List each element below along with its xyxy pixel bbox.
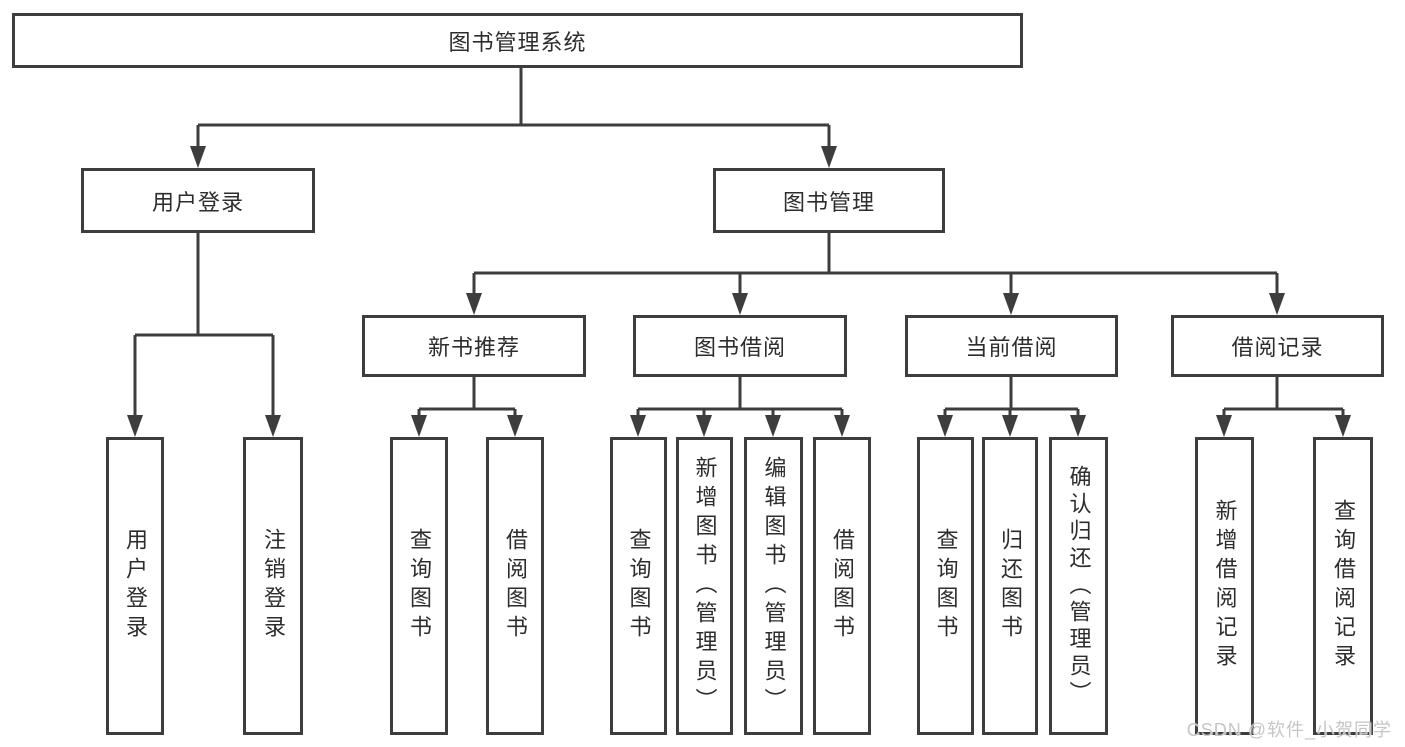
node-book-borrow: 图书借阅 bbox=[633, 315, 847, 377]
node-logout-leaf: 注销登录 bbox=[243, 437, 303, 735]
node-borrow-books-recommend-label: 借阅图书 bbox=[503, 528, 528, 644]
node-add-borrow-record: 新增借阅记录 bbox=[1195, 437, 1254, 735]
node-new-book-recommend: 新书推荐 bbox=[362, 315, 586, 377]
node-add-books-admin: 新增图书（管理员） bbox=[676, 437, 733, 735]
node-borrow-books-recommend: 借阅图书 bbox=[486, 437, 544, 735]
node-edit-books-admin-label: 编辑图书（管理员） bbox=[761, 455, 787, 717]
node-query-books-recommend: 查询图书 bbox=[390, 437, 448, 735]
node-confirm-return-admin-label: 确认归还（管理员） bbox=[1066, 464, 1092, 708]
node-borrow-records: 借阅记录 bbox=[1171, 315, 1384, 377]
node-root: 图书管理系统 bbox=[12, 13, 1023, 68]
node-query-borrow-record-label: 查询借阅记录 bbox=[1331, 499, 1356, 673]
node-current-borrow: 当前借阅 bbox=[905, 315, 1118, 377]
node-user-login-leaf-label: 用户登录 bbox=[123, 528, 148, 644]
node-user-login: 用户登录 bbox=[81, 168, 315, 233]
node-return-books: 归还图书 bbox=[982, 437, 1038, 735]
node-book-management: 图书管理 bbox=[713, 168, 945, 233]
watermark-text: CSDN @软件_小贺同学 bbox=[1186, 720, 1392, 740]
node-query-books-recommend-label: 查询图书 bbox=[407, 528, 432, 644]
node-confirm-return-admin: 确认归还（管理员） bbox=[1049, 437, 1108, 735]
node-query-books-current: 查询图书 bbox=[917, 437, 974, 735]
node-query-borrow-record: 查询借阅记录 bbox=[1313, 437, 1373, 735]
node-borrow-books-leaf: 借阅图书 bbox=[813, 437, 871, 735]
node-user-login-leaf: 用户登录 bbox=[106, 437, 164, 735]
node-query-books-borrow-label: 查询图书 bbox=[626, 528, 652, 644]
node-add-borrow-record-label: 新增借阅记录 bbox=[1212, 499, 1238, 673]
node-edit-books-admin: 编辑图书（管理员） bbox=[744, 437, 803, 735]
node-return-books-label: 归还图书 bbox=[998, 528, 1023, 644]
node-query-books-borrow: 查询图书 bbox=[610, 437, 667, 735]
node-logout-leaf-label: 注销登录 bbox=[261, 528, 286, 644]
node-add-books-admin-label: 新增图书（管理员） bbox=[692, 455, 718, 717]
node-query-books-current-label: 查询图书 bbox=[933, 528, 959, 644]
node-borrow-books-leaf-label: 借阅图书 bbox=[830, 528, 855, 644]
